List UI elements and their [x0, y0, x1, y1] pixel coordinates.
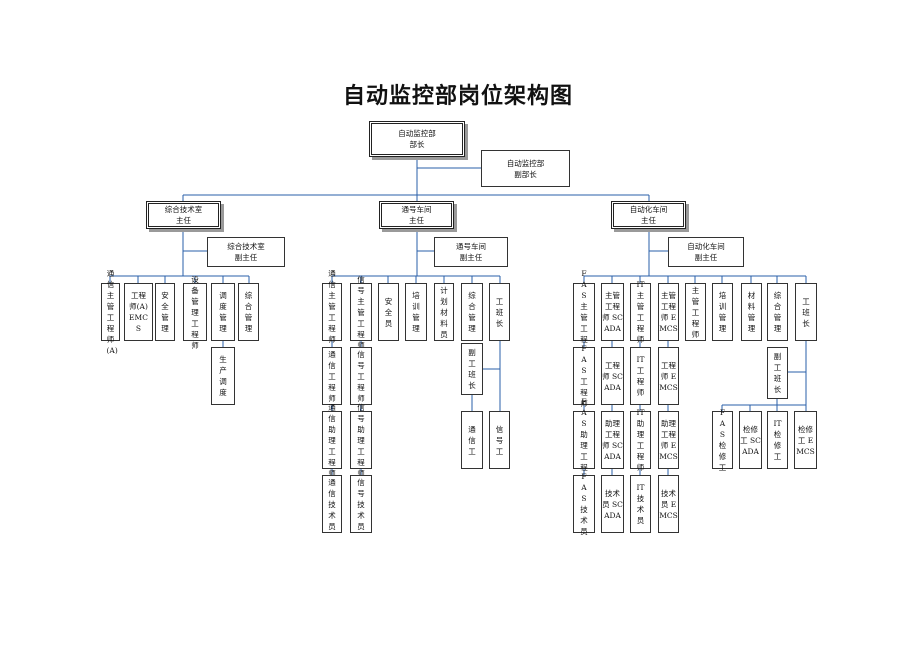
position-box: 材料管理	[741, 283, 762, 341]
tech-office-deputy-box: 综合技术室 副主任	[207, 237, 285, 267]
worker-box: 信号工	[489, 411, 510, 469]
sub-position-box: IT助理工程师	[630, 408, 651, 472]
sub-position-box: 信号助理工程师	[350, 403, 372, 478]
page-title: 自动监控部岗位架构图	[342, 84, 573, 109]
position-box: 主管工程师 SCADA	[601, 283, 624, 341]
sub-position-box: 助理工程师 EMCS	[658, 411, 679, 469]
position-box: 安全员	[378, 283, 399, 341]
sub-position-box: IT工程师	[630, 347, 651, 405]
position-box: 设备管理工程师	[183, 275, 207, 350]
worker-box: IT检修工	[767, 411, 788, 469]
sub-position-box: 通信工程师	[322, 347, 342, 405]
sub-position-box: 生产调度	[211, 347, 235, 405]
worker-box: 检修工 EMCS	[794, 411, 817, 469]
sub-position-box: FAS助理工程师	[573, 397, 595, 483]
worker-box: 通信工	[461, 411, 483, 469]
deputy-team-lead-box: 副工班长	[461, 343, 483, 395]
position-box: 安全管理	[155, 283, 175, 341]
position-box: 主管工程师 EMCS	[658, 283, 679, 341]
position-box: 工班长	[795, 283, 817, 341]
position-box: 工程 师(A) EMCS	[124, 283, 153, 341]
sub-position-box: 信号技术员	[350, 475, 372, 533]
position-box: 综合管理	[767, 283, 788, 341]
position-box: 综合管理	[461, 283, 483, 341]
deputy-head-box: 自动监控部 副部长	[481, 150, 570, 187]
sub-position-box: 助理工程师 SCADA	[601, 411, 624, 469]
sub-position-box: 通信技术员	[322, 475, 342, 533]
position-box: FAS主管工程师	[573, 269, 595, 355]
automation-workshop-deputy-box: 自动化车间 副主任	[668, 237, 744, 267]
signal-workshop-director-box: 通号车间 主任	[379, 201, 454, 229]
sub-position-box: 工程师 SCADA	[601, 347, 624, 405]
sub-position-box: FAS技术员	[573, 472, 595, 536]
sub-position-box: 信号工程师	[350, 347, 372, 405]
sub-position-box: 工程师 EMCS	[658, 347, 679, 405]
sub-position-box: IT技术员	[630, 475, 651, 533]
position-box: 通信主管工程师(A)	[101, 269, 120, 355]
department-head-box: 自动监控部 部长	[369, 121, 465, 157]
position-box: 信号主管工程师	[350, 275, 372, 350]
sub-position-box: 技术员 SCADA	[601, 475, 624, 533]
sub-position-box: 技术员 EMCS	[658, 475, 679, 533]
position-box: 调度管理	[211, 283, 235, 341]
automation-workshop-director-box: 自动化车间 主任	[611, 201, 686, 229]
tech-office-director-box: 综合技术室 主任	[146, 201, 221, 229]
position-box: 培训管理	[712, 283, 733, 341]
position-box: 主管工程师	[685, 283, 706, 341]
position-box: 计划材料员	[434, 283, 454, 341]
position-box: 通信主管工程师(B)	[322, 269, 342, 355]
position-box: 综合管理	[238, 283, 259, 341]
sub-position-box: FAS工程师	[573, 344, 595, 408]
position-box: IT主管工程师	[630, 280, 651, 344]
signal-workshop-deputy-box: 通号车间 副主任	[434, 237, 508, 267]
deputy-team-lead-box: 副工班长	[767, 347, 788, 399]
position-box: 培训管理	[405, 283, 427, 341]
sub-position-box: 通信助理工程师	[322, 403, 342, 478]
position-box: 工班长	[489, 283, 510, 341]
worker-box: 检修工 SCADA	[739, 411, 762, 469]
worker-box: FAS检修工	[712, 408, 733, 472]
